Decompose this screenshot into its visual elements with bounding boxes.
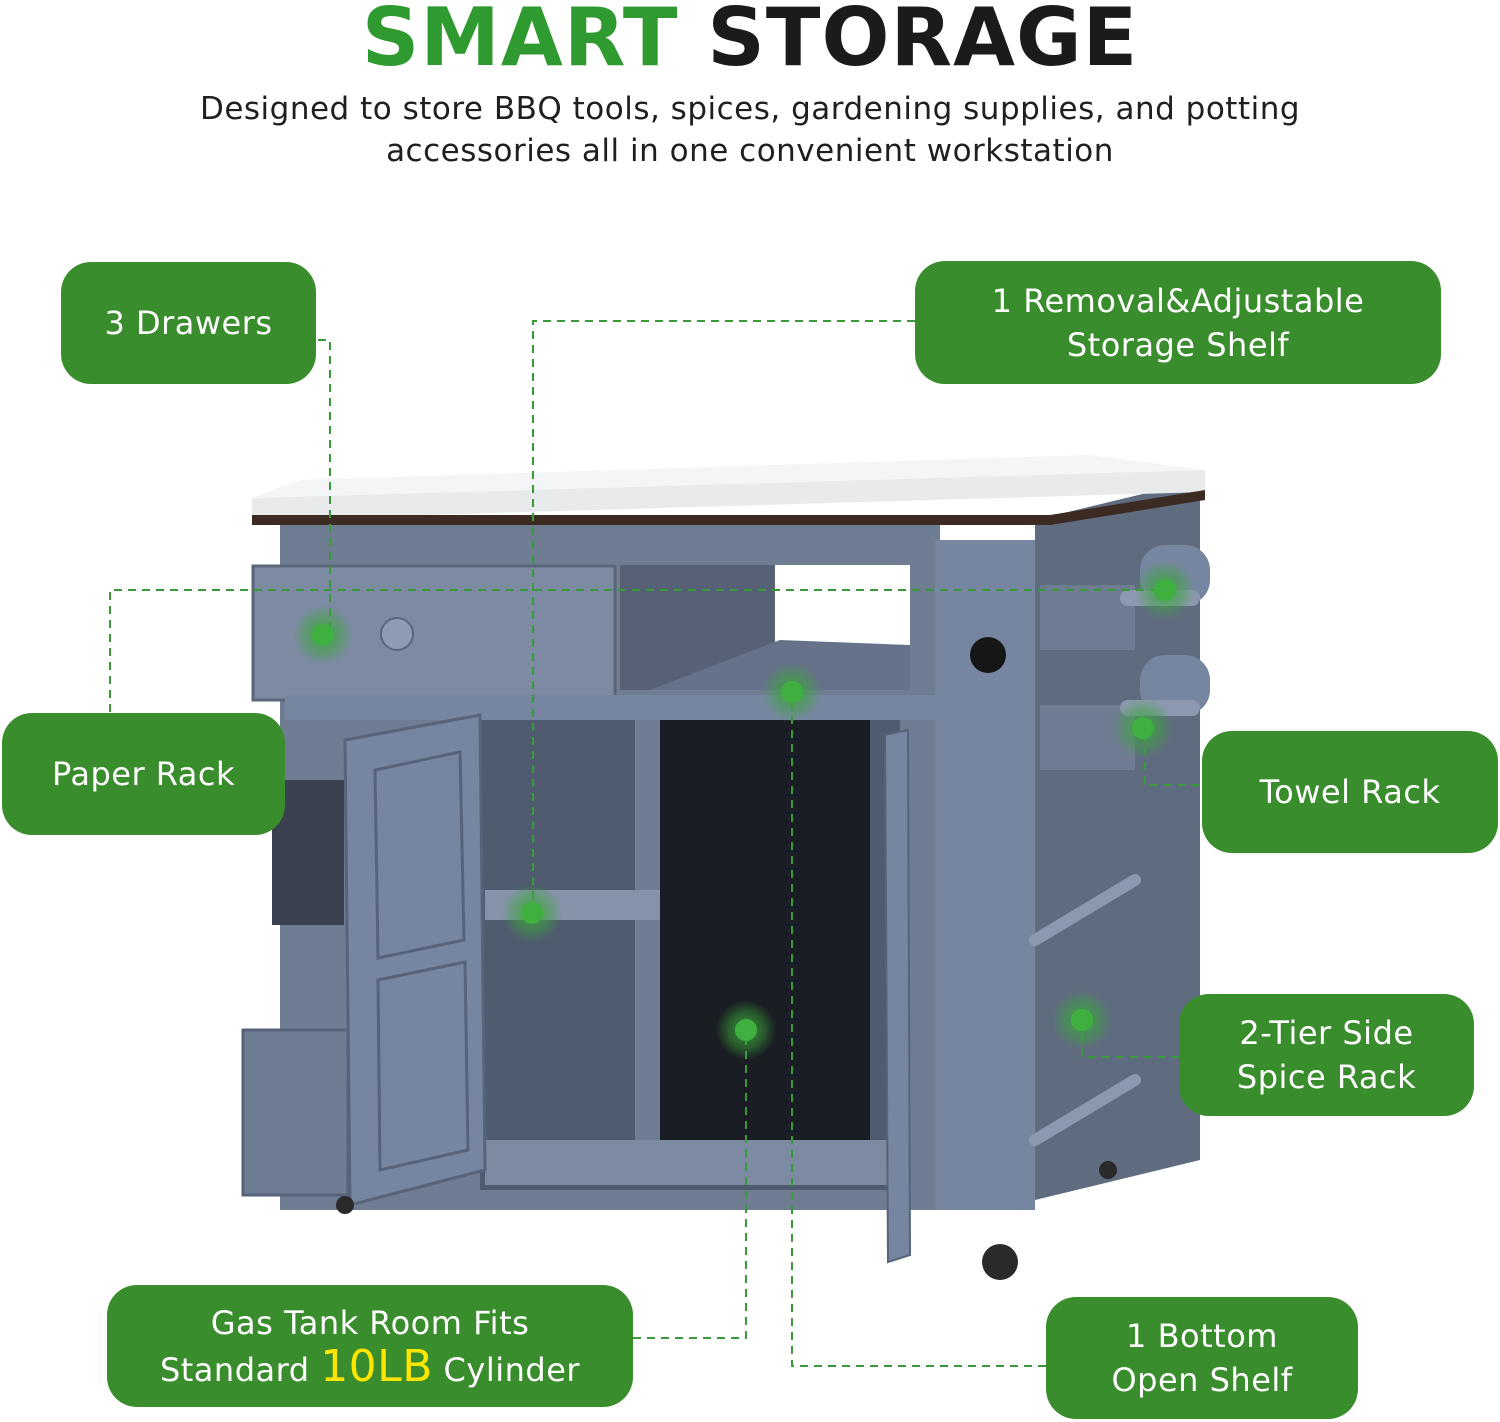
page-title: SMART STORAGE	[0, 0, 1500, 84]
label-paper-rack: Paper Rack	[2, 713, 285, 835]
gas-tank-compartment	[660, 720, 870, 1180]
label-storage-shelf: 1 Removal&Adjustable Storage Shelf	[915, 261, 1441, 384]
left-cabinet-door	[343, 713, 487, 1207]
connector-spice-rack	[1081, 1022, 1180, 1058]
connector-towel-rack	[1144, 728, 1200, 786]
connector-drawers	[318, 339, 331, 636]
spice-rack-rail-lower	[1029, 1074, 1141, 1146]
stainless-countertop	[252, 470, 1205, 520]
label-towel-rack: Towel Rack	[1202, 731, 1498, 853]
subtitle-line-2: accessories all in one convenient workst…	[386, 133, 1114, 169]
right-cabinet-door	[883, 728, 912, 1264]
label-3-drawers: 3 Drawers	[61, 262, 316, 384]
bottom-shelf	[485, 1140, 905, 1185]
label-bottom-open-shelf: 1 Bottom Open Shelf	[1046, 1297, 1358, 1419]
gas-line-2: Standard 10LB Cylinder	[159, 1340, 581, 1392]
connector-gas-tank	[633, 1032, 747, 1339]
spice-rack-rail-upper	[1029, 874, 1141, 946]
connector-bottom-shelf	[791, 693, 1046, 1367]
label-spice-rack: 2-Tier Side Spice Rack	[1179, 994, 1474, 1116]
title-word-smart: SMART	[361, 0, 679, 84]
label-gas-tank-room: Gas Tank Room Fits Standard 10LB Cylinde…	[107, 1285, 633, 1407]
title-word-storage: STORAGE	[707, 0, 1139, 84]
subtitle: Designed to store BBQ tools, spices, gar…	[100, 88, 1400, 172]
connector-shelf	[532, 320, 915, 912]
caster-wheel-icon	[982, 1244, 1018, 1280]
subtitle-line-1: Designed to store BBQ tools, spices, gar…	[199, 91, 1301, 127]
hotspot-markers	[293, 560, 1195, 1060]
highlight-10lb: 10LB	[320, 1340, 433, 1392]
bottle-opener-icon	[970, 637, 1006, 673]
drawer-knob-icon	[380, 617, 414, 651]
side-drawer-lower	[241, 1028, 350, 1197]
